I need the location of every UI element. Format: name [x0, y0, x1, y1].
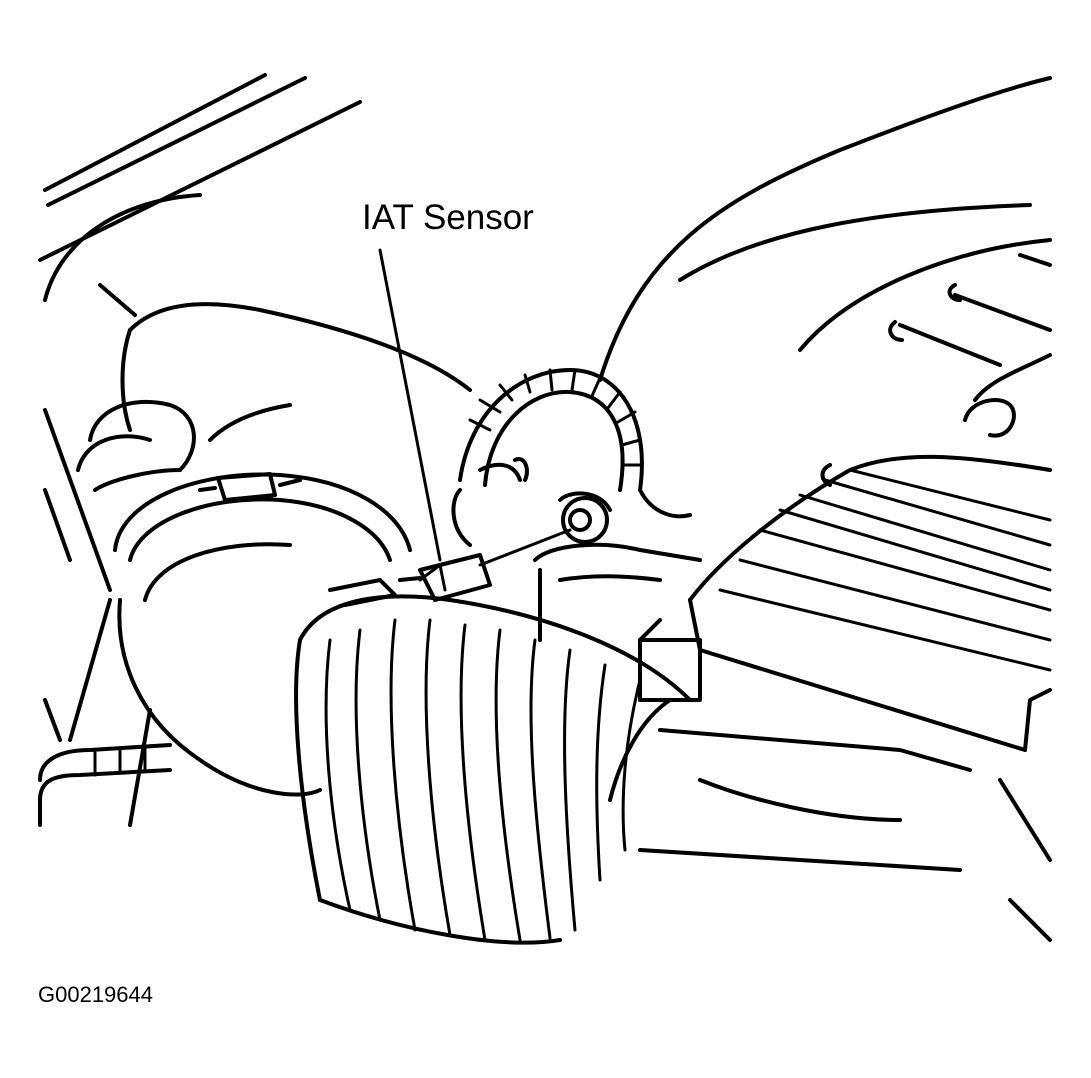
iat-sensor-callout-label: IAT Sensor	[362, 198, 534, 237]
air-cleaner-duct	[43, 302, 472, 742]
figure-id-label: G00219644	[38, 982, 153, 1007]
intake-manifold	[638, 454, 1052, 942]
ribbed-intake-hose	[294, 594, 692, 945]
duct-clamp	[113, 472, 412, 797]
engine-cover-outline	[598, 76, 1052, 438]
throttle-body	[533, 542, 702, 702]
wiring-harness	[38, 368, 692, 827]
hood-edge-lines	[38, 73, 362, 317]
iat-sensor-assembly	[328, 491, 612, 607]
callout-leader	[378, 248, 447, 592]
